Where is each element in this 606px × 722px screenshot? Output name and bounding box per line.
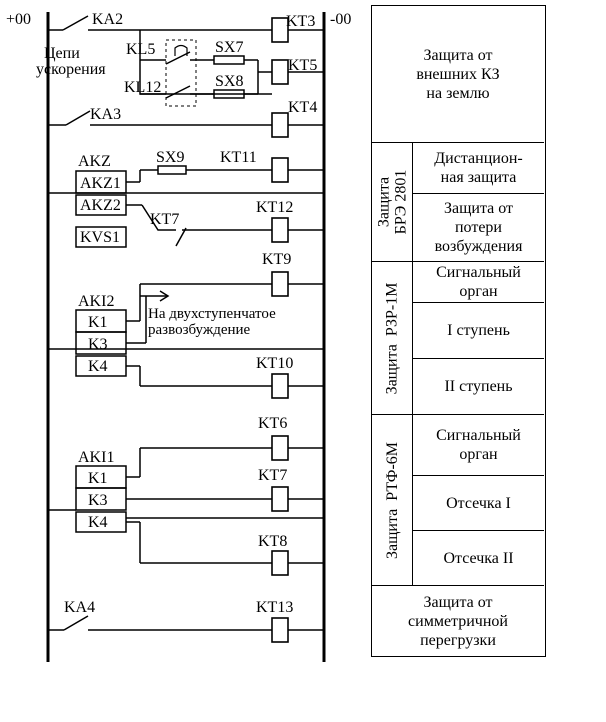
circuit-diagram: +00 -00 KA2 KT3 KL5 SX7 KT5 SX8 KL12 Цеп…	[6, 11, 351, 662]
kt4-label: KT4	[288, 99, 317, 116]
coil-kt3	[271, 17, 289, 43]
aki2-title: AKI2	[78, 293, 114, 310]
coil-kt7	[271, 486, 289, 512]
legend-symmetric-overload: Защита от симметричной перегрузки	[408, 593, 508, 649]
aki2-k1-label: K1	[88, 314, 108, 331]
note-line1: На двухступенчатое	[148, 306, 276, 322]
legend-rtf-cutoff2: Отсечка II	[443, 549, 514, 567]
kt10-label: KT10	[256, 355, 293, 372]
ka4-label: KA4	[64, 599, 95, 616]
kt7-label: KT7	[258, 467, 287, 484]
kt13-label: KT13	[256, 599, 293, 616]
coil-kt9	[271, 271, 289, 297]
ka4-contact-blade	[63, 615, 89, 631]
aki2-k3-label: K3	[88, 336, 108, 353]
kt5-label: KT5	[288, 57, 317, 74]
kl5-label: KL5	[126, 41, 155, 58]
coil-kt5	[271, 59, 289, 85]
aki2-k4-label: K4	[88, 358, 108, 375]
kvs1-label: KVS1	[80, 229, 120, 246]
legend-distance: Дистанцион- ная защита	[434, 150, 523, 186]
kvs1-box	[75, 226, 127, 248]
legend-rzr-stage2: II ступень	[444, 378, 513, 395]
sx7-label: SX7	[215, 39, 243, 56]
coil-kt11	[271, 157, 289, 183]
sx9-fuse	[157, 165, 187, 175]
legend-rzr-signal: Сигнальный орган	[436, 264, 521, 300]
akz2-label: AKZ2	[80, 197, 121, 214]
legend-rtf-cutoff1: Отсечка I	[446, 494, 511, 512]
aki1-k1-label: K1	[88, 470, 108, 487]
legend-external-sc: Защита от внешних КЗ на землю	[416, 46, 500, 102]
kt8-label: KT8	[258, 533, 287, 550]
kl12-label: KL12	[124, 79, 161, 96]
kt7-contact-blade	[175, 227, 187, 247]
sx9-label: SX9	[156, 149, 184, 166]
coil-kt12	[271, 217, 289, 243]
kt3-label: KT3	[286, 13, 315, 30]
akz-title: AKZ	[78, 153, 111, 170]
accel-label-line1: Цепи	[44, 45, 80, 62]
ka3-label: KA3	[90, 106, 121, 123]
kl12-contact-blade	[165, 85, 191, 99]
coil-kt10	[271, 373, 289, 399]
legend-rzr-group: Защита РЗР-1М	[383, 282, 401, 394]
legend-bre-group: Защита БРЭ 2801	[375, 169, 409, 235]
note-line2: развозбуждение	[148, 322, 251, 338]
legend-rtf-group: Защита РТФ-6М	[383, 441, 401, 559]
sx8-label: SX8	[215, 73, 243, 90]
aki1-title: AKI1	[78, 449, 114, 466]
coil-kt8	[271, 550, 289, 576]
aki1-k4-label: K4	[88, 514, 108, 531]
kl-dashed-box	[165, 39, 197, 107]
sx7-fuse	[213, 55, 245, 65]
kt11-label: KT11	[220, 149, 257, 166]
accel-arrow-icon	[174, 44, 188, 56]
plus-bus-label: +00	[6, 11, 31, 28]
minus-bus-label: -00	[330, 11, 351, 28]
kt6-label: KT6	[258, 415, 287, 432]
aki1-k3-label: K3	[88, 492, 108, 509]
ka2-contact-blade	[62, 15, 89, 31]
coil-kt13	[271, 617, 289, 643]
accel-label-line2: ускорения	[36, 61, 106, 78]
kt12-label: KT12	[256, 199, 293, 216]
legend-excitation-loss: Защита от потери возбуждения	[434, 200, 523, 255]
ka3-contact-blade	[65, 110, 91, 126]
protection-legend-table: Защита от внешних КЗ на землю Защита БРЭ…	[371, 5, 546, 657]
coil-kt4	[271, 112, 289, 138]
legend-rtf-signal: Сигнальный орган	[436, 427, 521, 463]
coil-kt6	[271, 435, 289, 461]
akz1-label: AKZ1	[80, 175, 121, 192]
kt9-label: KT9	[262, 251, 291, 268]
kt7-contact-label: KT7	[150, 211, 179, 228]
legend-rzr-stage1: I ступень	[447, 322, 510, 339]
ka2-label: KA2	[92, 11, 123, 28]
kl5-contact-blade	[165, 51, 191, 65]
